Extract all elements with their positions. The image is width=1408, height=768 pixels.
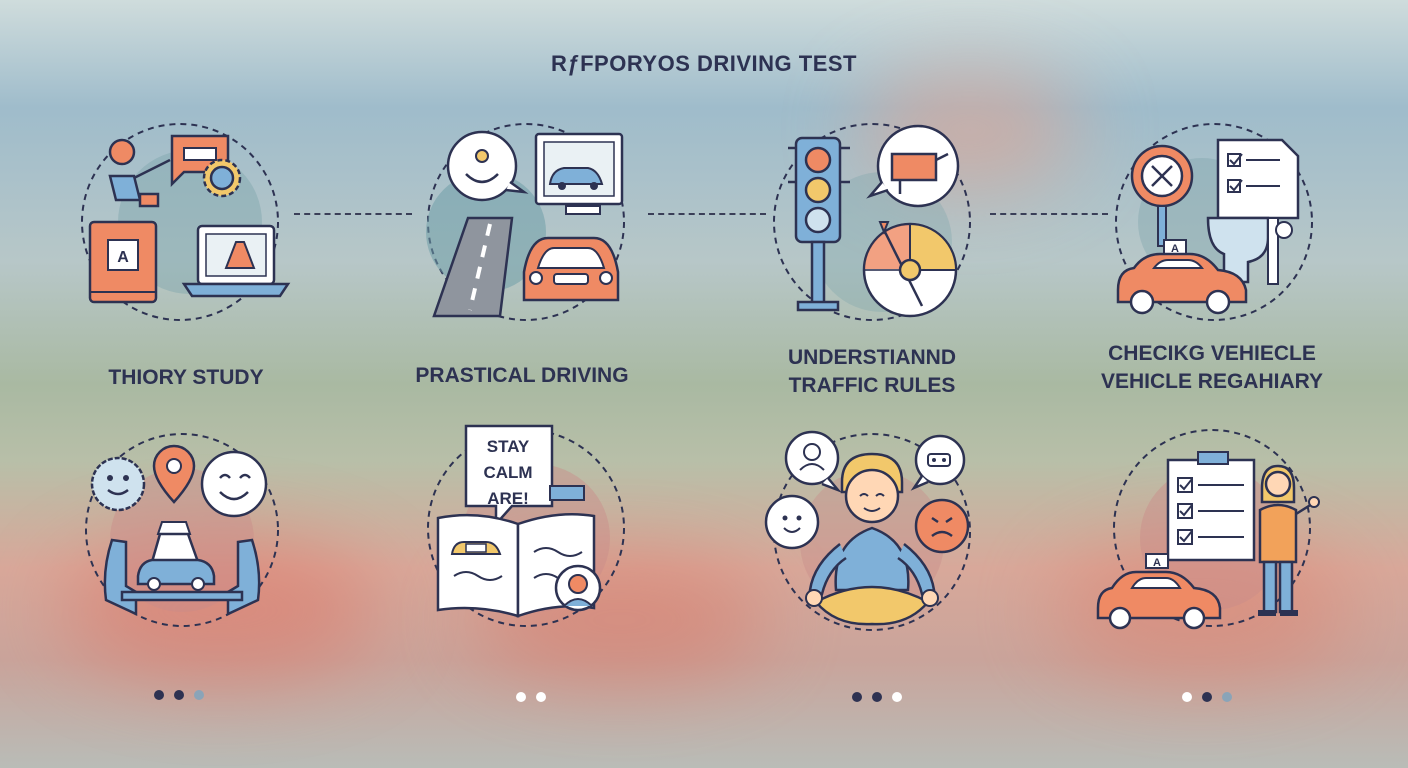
pagination-dots-2 <box>516 692 546 702</box>
meditation-svg <box>764 430 971 631</box>
stay-calm-illustration: STAY CALM ARE! <box>426 424 626 628</box>
pagination-dot[interactable] <box>1222 692 1232 702</box>
smiley-icon <box>764 494 820 550</box>
pagination-dot[interactable] <box>516 692 526 702</box>
taxi-sign-letter: A <box>1171 243 1179 255</box>
step-theory-illustration: A <box>80 122 291 322</box>
dashed-ring <box>773 433 971 631</box>
connector-line-2 <box>648 213 766 215</box>
calm-hands-svg <box>85 433 279 627</box>
sign-bubble-icon <box>866 124 960 208</box>
happy-face-icon <box>200 450 268 518</box>
monitor-car-icon <box>534 132 624 215</box>
step-traffic-illustration <box>772 122 972 322</box>
dashed-ring <box>1115 123 1313 321</box>
step-vehicle-illustration: A <box>1114 122 1314 322</box>
connector-line-3 <box>990 213 1108 215</box>
instructor-svg: A <box>1096 429 1320 630</box>
meditation-illustration <box>764 430 972 632</box>
no-entry-sign-icon <box>1130 144 1194 247</box>
hands-icon <box>103 538 261 616</box>
pagination-dot[interactable] <box>892 692 902 702</box>
step-theory-label-line-1: THIORY STUDY <box>108 366 264 389</box>
sign-line-3: ARE! <box>487 489 529 508</box>
pagination-dot[interactable] <box>154 690 164 700</box>
person-icon <box>108 138 171 208</box>
gear-icon <box>202 158 242 198</box>
message-bubble-icon <box>910 434 966 491</box>
sign-line-1: STAY <box>487 437 530 456</box>
angry-face-icon <box>914 498 970 554</box>
meditating-person-icon <box>805 452 939 626</box>
step-practical-label: PRASTICAL DRIVING <box>362 362 682 390</box>
compass-icon <box>862 221 958 318</box>
step-vehicle-label-line-1: CHECIKG VEHIECLE <box>1108 342 1316 365</box>
taxi-icon: A <box>1116 239 1248 315</box>
road-icon <box>432 216 514 318</box>
pagination-dot[interactable] <box>872 692 882 702</box>
dashed-ring <box>427 123 625 321</box>
toilet-icon <box>1206 216 1293 285</box>
user-bubble-icon <box>784 430 842 493</box>
pagination-dots-1 <box>154 690 204 700</box>
car-icon <box>450 541 502 555</box>
sign-board-icon: STAY CALM ARE! <box>464 424 585 528</box>
location-pin-icon <box>152 444 196 504</box>
pagination-dots-3 <box>852 692 902 702</box>
step-practical-label-line-1: PRASTICAL DRIVING <box>415 364 629 387</box>
step-vehicle-label: CHECIKG VEHIECLE VEHICLE REGAHIARY <box>1052 340 1372 396</box>
step-practical-svg <box>426 123 625 321</box>
dashed-ring <box>81 123 279 321</box>
step-vehicle-svg: A <box>1115 123 1313 321</box>
pagination-dot[interactable] <box>1182 692 1192 702</box>
taxi-icon: A <box>1096 553 1222 630</box>
car-icon <box>136 521 216 591</box>
sign-line-2: CALM <box>483 463 532 482</box>
dashed-ring <box>427 429 625 627</box>
pagination-dot[interactable] <box>536 692 546 702</box>
book-letter: A <box>117 249 129 266</box>
traffic-light-icon <box>788 136 850 312</box>
instructor-person-icon <box>1258 464 1320 616</box>
smiley-bubble-icon <box>446 130 529 202</box>
taxi-sign-letter: A <box>1153 557 1161 569</box>
step-theory-label: THIORY STUDY <box>26 364 346 392</box>
dashed-ring <box>85 433 279 627</box>
pagination-dot[interactable] <box>852 692 862 702</box>
connector-line-1 <box>294 213 412 215</box>
person-avatar-icon <box>554 564 602 612</box>
calm-hands-illustration <box>82 430 282 630</box>
step-traffic-label-line-1: UNDERSTIANND <box>788 346 956 369</box>
step-traffic-svg <box>773 123 971 321</box>
step-traffic-label-line-2: TRAFFIC RULES <box>788 374 956 397</box>
page-title: RƒFPORYOS DRIVING TEST <box>550 50 857 76</box>
smiley-icon <box>90 456 146 512</box>
clipboard-checklist-icon <box>1166 451 1256 562</box>
dashed-ring <box>1113 429 1311 627</box>
step-vehicle-label-line-2: VEHICLE REGAHIARY <box>1100 370 1324 393</box>
step-practical-illustration <box>426 122 626 322</box>
book-icon: A <box>88 220 158 304</box>
pagination-dot[interactable] <box>1202 692 1212 702</box>
stay-calm-svg: STAY CALM ARE! <box>427 424 625 627</box>
step-traffic-label: UNDERSTIANND TRAFFIC RULES <box>712 344 1032 400</box>
checklist-icon <box>1216 138 1300 220</box>
instructor-illustration: A <box>1096 428 1320 630</box>
car-icon <box>522 236 620 302</box>
pagination-dot[interactable] <box>174 690 184 700</box>
pagination-dot[interactable] <box>194 690 204 700</box>
traffic-cone-icon <box>224 241 256 269</box>
pagination-dots-4 <box>1182 692 1232 702</box>
dashed-ring <box>773 123 971 321</box>
step-theory-svg: A <box>81 123 291 321</box>
